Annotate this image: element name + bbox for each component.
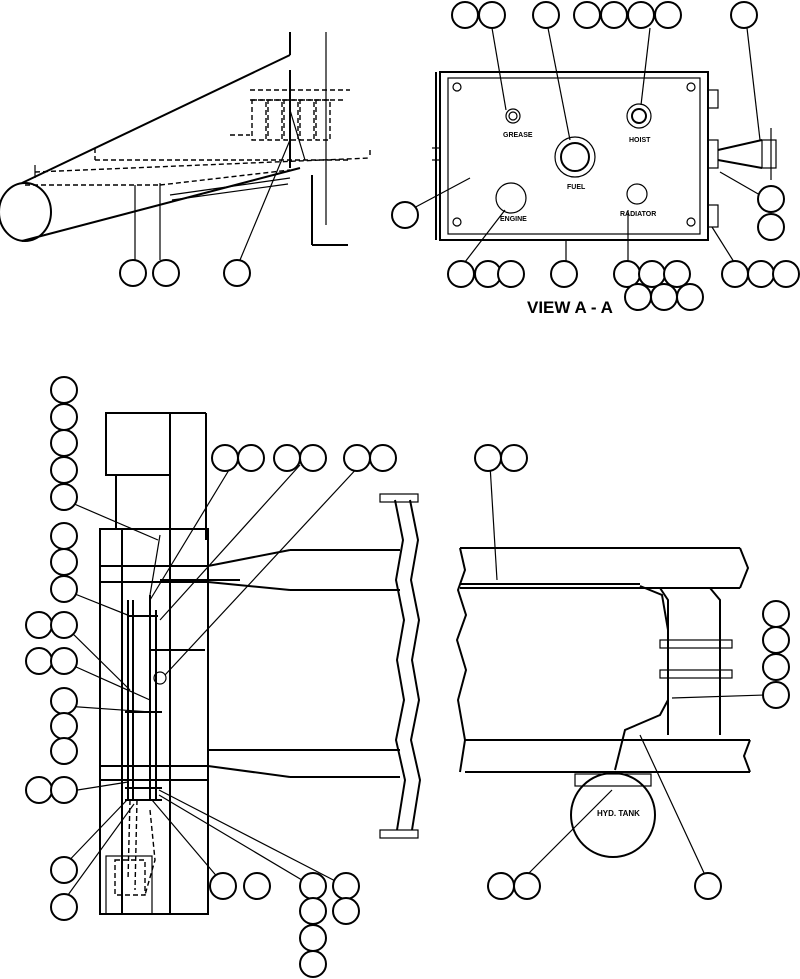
callout-bubble <box>447 260 475 288</box>
callout-bubble <box>757 213 785 241</box>
callout-bubble <box>772 260 800 288</box>
callout-bubble <box>730 1 758 29</box>
callout-bubble <box>50 575 78 603</box>
callout-bubble <box>627 1 655 29</box>
tank-side-view-callouts <box>119 259 251 287</box>
callout-bubble <box>487 872 515 900</box>
callout-bubble <box>762 626 790 654</box>
callout-bubble <box>237 444 265 472</box>
gauge-panel-callouts <box>391 1 800 311</box>
callout-bubble <box>550 260 578 288</box>
callout-bubble <box>762 600 790 628</box>
callout-bubble <box>500 444 528 472</box>
callout-bubble <box>624 283 652 311</box>
radiator-gauge-label: RADIATOR <box>620 211 656 218</box>
callout-bubble <box>694 872 722 900</box>
callout-bubble <box>50 856 78 884</box>
callout-bubble <box>532 1 560 29</box>
hyd-tank-label: HYD. TANK <box>597 809 640 818</box>
callout-bubble <box>573 1 601 29</box>
callout-bubble <box>50 483 78 511</box>
callout-bubble <box>243 872 271 900</box>
callout-bubble <box>613 260 641 288</box>
callout-bubble <box>50 548 78 576</box>
callout-bubble <box>332 897 360 925</box>
frame-plan-view-callouts <box>25 376 397 978</box>
callout-bubble <box>119 259 147 287</box>
callout-bubble <box>25 611 53 639</box>
gauge-panel: GREASE HOIST FUEL ENGINE RADIATOR <box>409 27 777 263</box>
callout-bubble <box>391 201 419 229</box>
frame-side-view-callouts <box>474 444 790 900</box>
callout-bubble <box>451 1 479 29</box>
frame-plan-view <box>59 412 422 915</box>
callout-bubble <box>211 444 239 472</box>
callout-bubble <box>209 872 237 900</box>
callout-bubble <box>50 456 78 484</box>
grease-gauge-label: GREASE <box>503 132 533 139</box>
callout-bubble <box>50 376 78 404</box>
callout-bubble <box>332 872 360 900</box>
callout-bubble <box>299 950 327 978</box>
callout-bubble <box>299 872 327 900</box>
callout-bubble <box>654 1 682 29</box>
frame-side-view: HYD. TANK <box>455 464 766 876</box>
callout-bubble <box>757 185 785 213</box>
callout-bubble <box>747 260 775 288</box>
callout-bubble <box>50 522 78 550</box>
callout-bubble <box>663 260 691 288</box>
callout-bubble <box>25 647 53 675</box>
callout-bubble <box>474 444 502 472</box>
callout-bubble <box>369 444 397 472</box>
callout-bubble <box>600 1 628 29</box>
callout-bubble <box>50 737 78 765</box>
callout-bubble <box>152 259 180 287</box>
callout-bubble <box>50 687 78 715</box>
callout-bubble <box>50 776 78 804</box>
callout-bubble <box>50 893 78 921</box>
callout-bubble <box>762 681 790 709</box>
callout-bubble <box>721 260 749 288</box>
callout-bubble <box>50 647 78 675</box>
callout-bubble <box>478 1 506 29</box>
callout-bubble <box>25 776 53 804</box>
callout-bubble <box>273 444 301 472</box>
callout-bubble <box>762 653 790 681</box>
callout-bubble <box>676 283 704 311</box>
callout-bubble <box>299 924 327 952</box>
callout-bubble <box>223 259 251 287</box>
callout-bubble <box>299 897 327 925</box>
callout-bubble <box>343 444 371 472</box>
callout-bubble <box>638 260 666 288</box>
hoist-gauge-label: HOIST <box>629 137 651 144</box>
fuel-gauge-label: FUEL <box>567 184 586 191</box>
callout-bubble <box>497 260 525 288</box>
callout-bubble <box>299 444 327 472</box>
tank-side-view <box>0 32 371 261</box>
view-a-a-label: VIEW A - A <box>527 298 613 317</box>
callout-bubble <box>50 429 78 457</box>
callout-bubble <box>50 403 78 431</box>
callout-bubble <box>50 712 78 740</box>
engine-gauge-label: ENGINE <box>500 216 527 223</box>
callout-bubble <box>513 872 541 900</box>
callout-bubble <box>50 611 78 639</box>
callout-bubble <box>650 283 678 311</box>
